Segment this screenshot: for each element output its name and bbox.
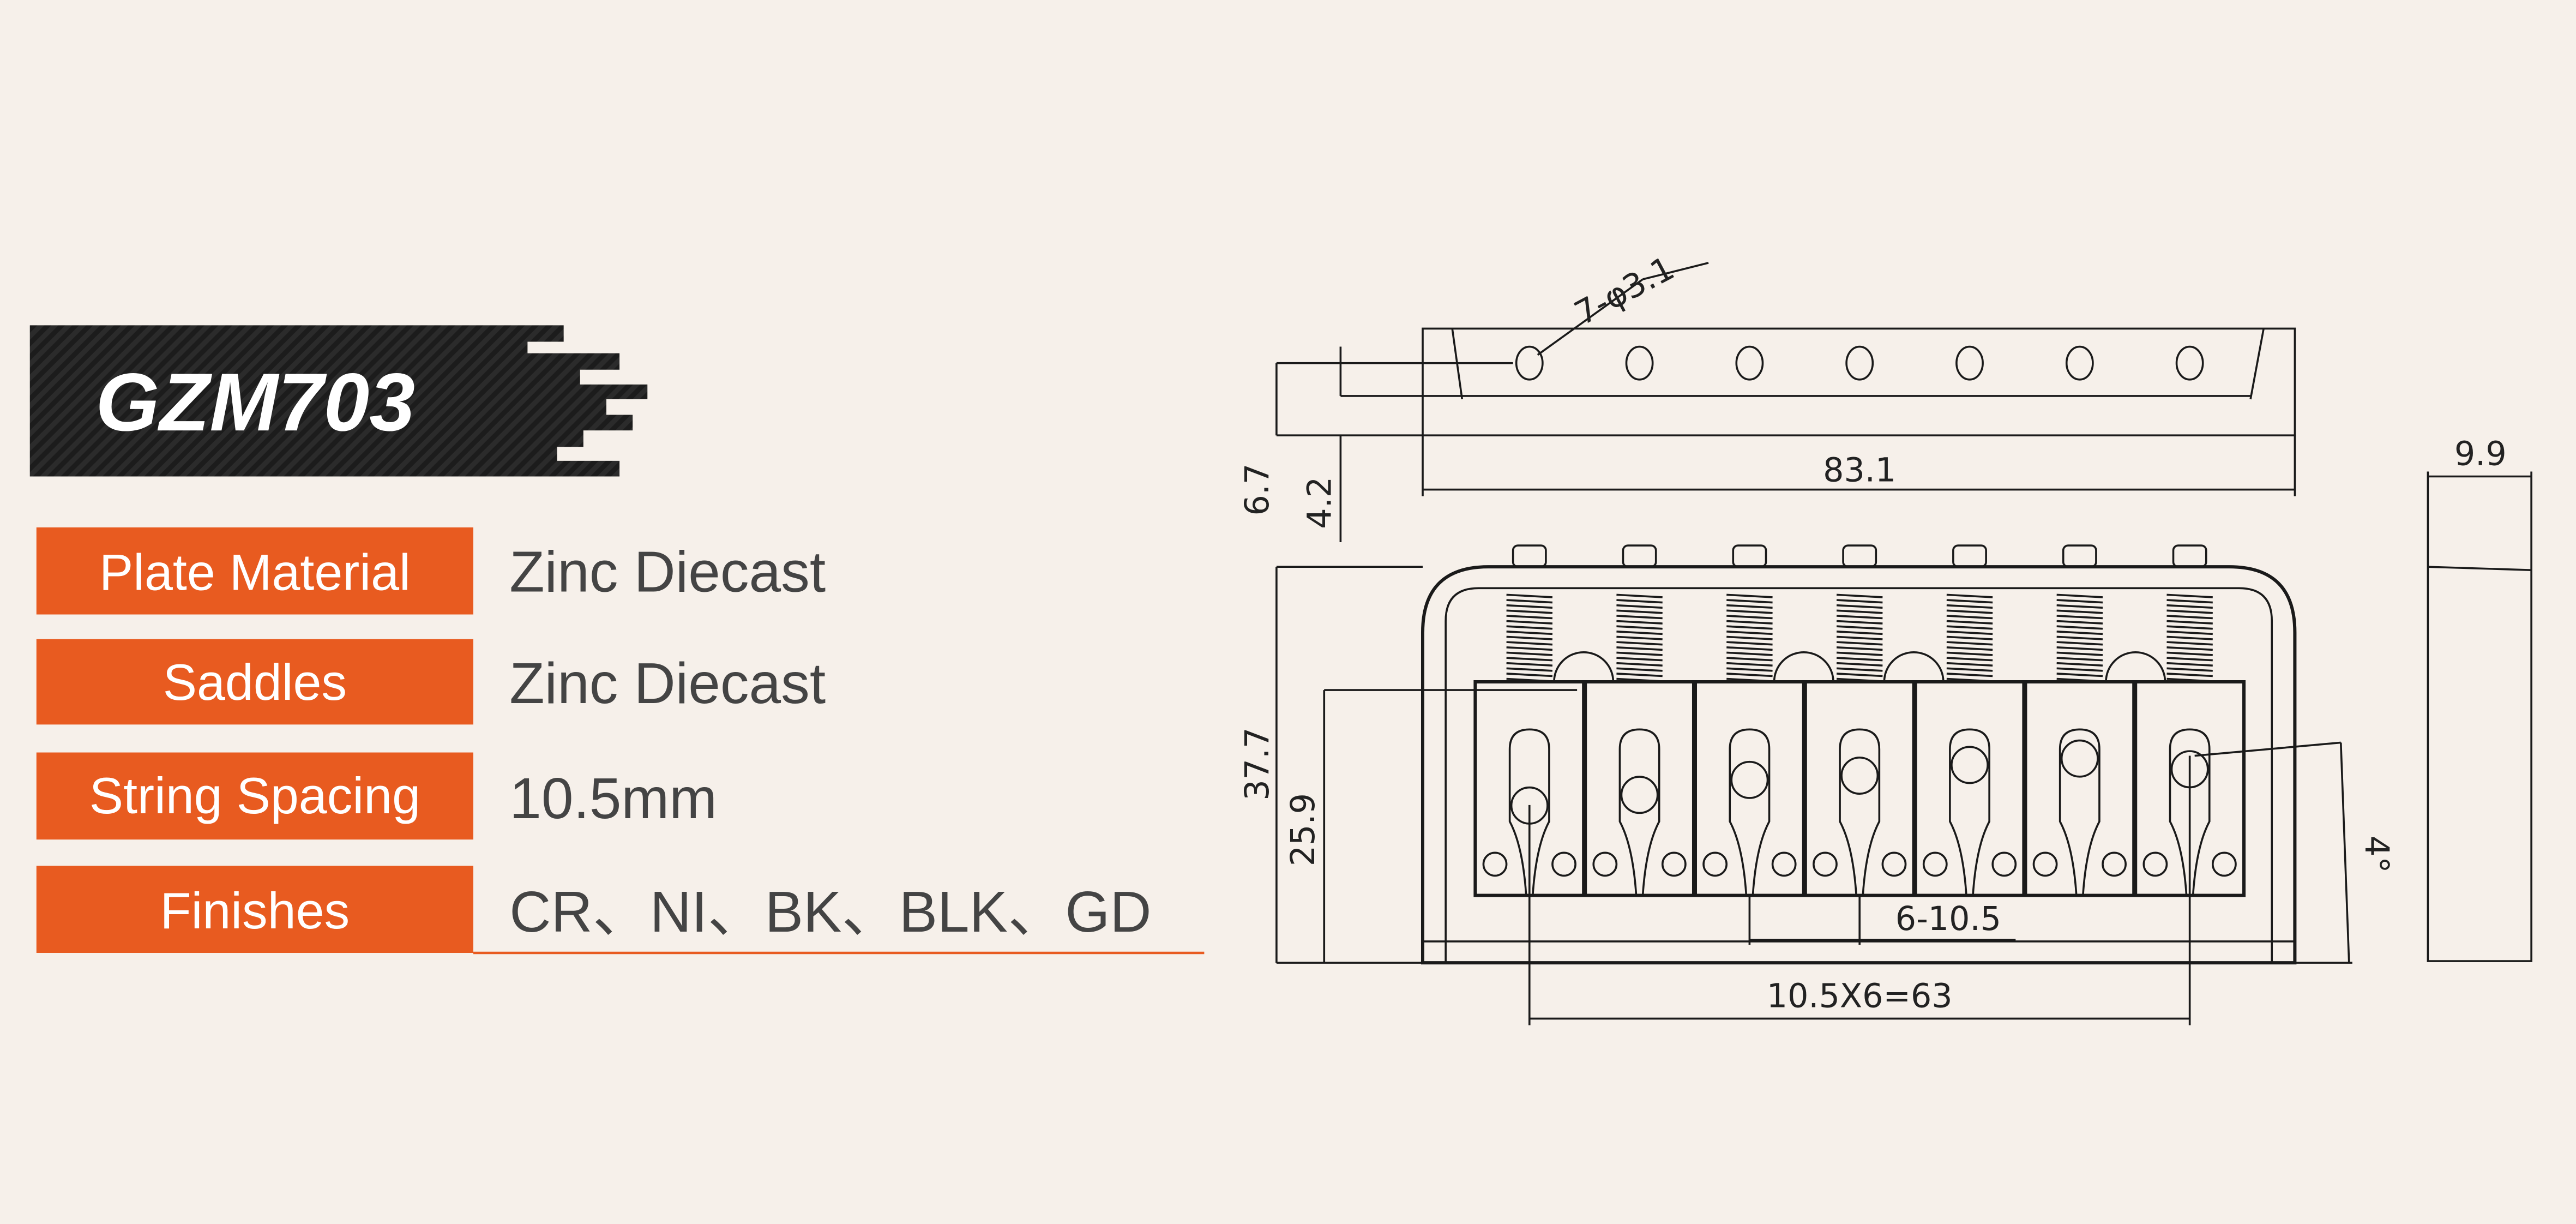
intonation-screw-head [1952,544,1987,568]
saddle [1584,680,1695,897]
string-ball-hole [1840,757,1879,795]
mounting-hole [1515,345,1544,381]
saddle-assembly [1584,544,1695,897]
spec-value: CR、NI、BK、BLK、GD [509,880,1151,944]
mounting-hole [1955,345,1984,381]
dim-overall-width: 83.1 [1823,452,1896,490]
mounting-hole [2065,345,2094,381]
spring [2166,593,2213,682]
spring [1946,593,1993,682]
spec-label: String Spacing [89,767,420,824]
spec-value: Zinc Diecast [509,540,826,604]
intonation-screw-head [2172,544,2207,568]
mounting-hole [1625,345,1654,381]
spec-label: Plate Material [99,543,411,601]
saddle-assembly [2024,544,2136,897]
height-screw [1881,851,1907,877]
saddles [1473,544,2246,897]
spring-arch [1883,651,1945,682]
height-screw [1922,851,1948,877]
height-screw [1482,851,1508,877]
dim-height-a: 6.7 [1238,464,1277,516]
height-screw [1702,851,1728,877]
saddle-slot [2059,728,2100,897]
saddle-slot [1729,728,1771,897]
string-ball-hole [1951,746,1989,784]
spring-arch [2105,651,2166,682]
saddle-assembly [1693,544,1805,897]
dim-saddle-length: 25.9 [1284,793,1322,866]
spec-value: Zinc Diecast [509,652,826,716]
height-screw [1813,851,1838,877]
carbon-fiber-banner [29,325,648,477]
spring [1836,593,1883,682]
saddle-slot [1618,728,1660,897]
mounting-hole [1845,345,1874,381]
spec-value: 10.5mm [509,767,717,831]
holes-callout: 7-φ3.1 [1568,249,1681,333]
height-screw [1551,851,1576,877]
string-ball-hole [1620,776,1659,814]
intonation-screw-head [1732,544,1767,568]
dim-height-b: 4.2 [1301,477,1339,529]
saddle [1693,680,1805,897]
spec-label: Finishes [160,882,350,939]
mounting-holes [1515,345,2204,381]
saddle-assembly [1913,544,2026,897]
spring [1726,593,1773,682]
spring-arch [1773,651,1834,682]
height-screw [1592,851,1618,877]
height-screw [1771,851,1797,877]
spec-row-plate-material: Plate Material Zinc Diecast [36,527,826,615]
mounting-hole [2175,345,2204,381]
height-screw [2211,851,2237,877]
saddle [2024,680,2136,897]
spring [2056,593,2103,682]
height-screw [2032,851,2058,877]
intonation-screw-head [2062,544,2097,568]
top-view: 6.7 4.2 83.1 7-φ3.1 [1238,249,2296,542]
saddle [1803,680,1916,897]
model-banner: GZM703 [29,325,648,477]
height-screw [2142,851,2168,877]
dim-string-span: 10.5X6=63 [1767,977,1953,1015]
saddle [1913,680,2026,897]
saddle-slot [1839,728,1881,897]
intonation-screw-head [1512,544,1547,568]
height-screw [1661,851,1687,877]
side-view: 9.9 [2427,435,2532,962]
spec-row-string-spacing: String Spacing 10.5mm [36,752,717,840]
saddle-slot [2169,728,2211,897]
string-ball-hole [1730,760,1769,799]
saddle-slot [1949,728,1990,897]
spec-table: Plate Material Zinc Diecast Saddles Zinc… [36,527,1205,955]
dim-spacing-adjust: 6-10.5 [1895,900,2001,938]
intonation-screw-head [1842,544,1877,568]
spring [1506,593,1553,682]
saddle-assembly [1803,544,1916,897]
spec-label: Saddles [163,653,347,711]
dim-total-length: 37.7 [1238,728,1277,801]
dim-depth: 9.9 [2454,435,2507,473]
spec-row-saddles: Saddles Zinc Diecast [36,639,826,725]
saddle-slot [1508,728,1550,897]
string-ball-hole [2060,739,2099,778]
intonation-screw-head [1622,544,1657,568]
spec-row-finishes: Finishes CR、NI、BK、BLK、GD [36,866,1205,955]
spring [1616,593,1663,682]
height-screw [2102,851,2127,877]
height-screw [1991,851,2017,877]
dim-angle: 4° [2357,836,2396,873]
mounting-hole [1735,345,1764,381]
model-name: GZM703 [95,356,415,448]
front-view: 37.7 25.9 6-10.5 10.5X6=63 4° [1238,544,2396,1025]
spring-arch [1553,651,1615,682]
